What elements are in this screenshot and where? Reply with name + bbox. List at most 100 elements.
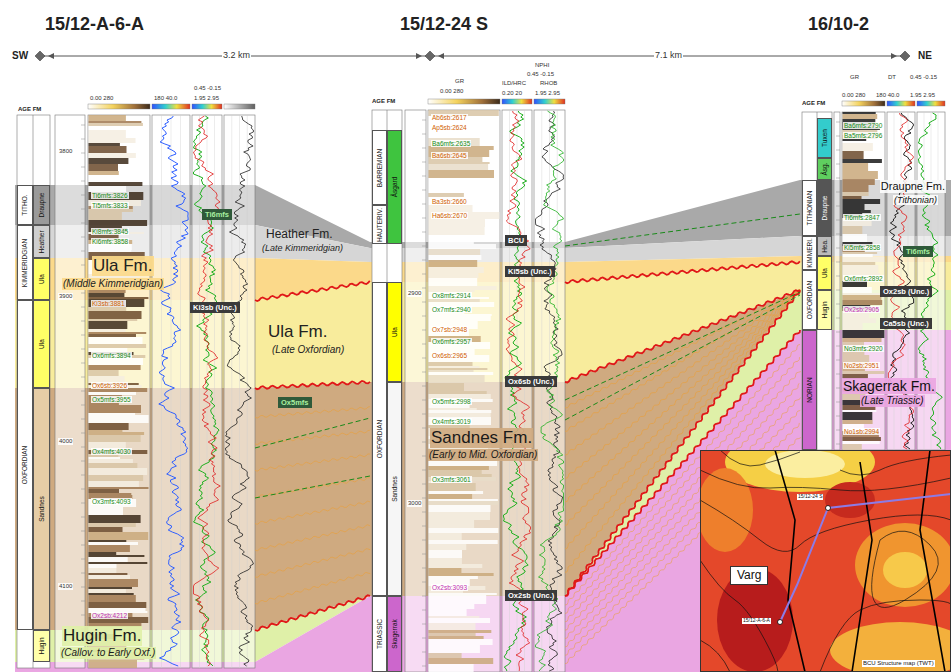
node-text: Hugin: [38, 638, 45, 655]
depth-tick: [81, 419, 85, 420]
lithology-shading: [89, 595, 136, 602]
depth-tick: [81, 503, 85, 504]
depth-tick: [422, 638, 426, 639]
depth-tick: [81, 181, 85, 182]
depth-tick: [422, 344, 426, 345]
formation-cell: Åsg.: [817, 158, 832, 180]
scale-bar: [152, 104, 190, 109]
pick-label: Ba6sb:2645: [431, 152, 468, 159]
lithology-shading: [89, 435, 141, 442]
lithology-shading: [89, 545, 130, 552]
lithology-shading: [843, 287, 872, 293]
grid-line: [557, 110, 558, 672]
lithology-shading: [429, 499, 498, 501]
node-text: Tuxen: [821, 129, 828, 147]
pick-label: Ox3mfs:3061: [431, 476, 472, 483]
formation-cell: Ula: [387, 282, 402, 382]
lithology-shading: [89, 430, 123, 432]
depth-tick: [836, 220, 840, 221]
lithology-shading: [429, 170, 495, 178]
formation-cell: Skagerrak: [387, 596, 402, 672]
node-text: Ox2sb (Unc.): [883, 287, 929, 296]
age-cell: KIMMERIDGIAN: [17, 225, 33, 300]
lithology-shading: [429, 597, 487, 604]
formation-cell: Åsgard: [387, 130, 402, 244]
lithology-shading: [843, 330, 885, 338]
lithology-shading: [429, 191, 489, 193]
depth-tick: [81, 489, 85, 490]
lithology-shading: [429, 618, 491, 623]
lithology-shading: [429, 528, 499, 533]
well-name: 16/10-2: [808, 14, 869, 35]
formation-cell: Tuxen: [817, 118, 832, 158]
lithology-shading: [843, 143, 873, 151]
depth-tick: [836, 360, 840, 361]
lithology-shading: [843, 159, 882, 163]
pick-label: Ox7mfs:2940: [431, 306, 472, 313]
surface-tag: Ox6sb (Unc.): [505, 376, 557, 387]
depth-label: 2900: [407, 290, 422, 297]
scale-bar: [534, 99, 565, 104]
depth-tick: [422, 484, 426, 485]
formation-age: (Callov. to Early Oxf.): [60, 647, 156, 659]
surface-tag: Ki5sb (Unc.): [505, 266, 555, 277]
scale-label: 0.00 280: [90, 95, 113, 102]
lithology-shading: [429, 491, 484, 494]
log-track: [224, 115, 255, 668]
node-text: Sandnes: [391, 476, 398, 502]
depth-tick: [422, 274, 426, 275]
depth-tick: [422, 148, 426, 149]
pick-label: Ba3sb:2660: [431, 198, 468, 205]
depth-tick: [81, 125, 85, 126]
node-text: Ti6mfs: [906, 247, 930, 256]
pick-label: Ox5mfs:2998: [431, 398, 472, 405]
lithology-shading: [89, 432, 145, 435]
depth-tick: [81, 209, 85, 210]
depth-tick: [836, 402, 840, 403]
depth-tick: [422, 526, 426, 527]
mfs-line: [565, 214, 800, 246]
lithology-shading: [89, 299, 145, 307]
pick-label: Ox6sb:3926: [91, 382, 128, 389]
lithology-shading: [89, 593, 134, 595]
depth-tick: [422, 232, 426, 233]
node-text: KIMMERIDGIAN: [22, 238, 29, 286]
lithology-shading: [429, 417, 492, 425]
lithology-shading: [89, 463, 138, 468]
hatch-line: [565, 291, 801, 408]
formation-cell: Sandnes: [33, 388, 50, 630]
lithology-shading: [843, 226, 863, 234]
node-text: TRIASSIC: [376, 619, 383, 649]
log-track: [834, 112, 840, 450]
lithology-shading: [429, 237, 474, 244]
depth-tick: [81, 139, 85, 140]
depth-tick: [836, 318, 840, 319]
formation-label: Skagerrak Fm.: [842, 378, 936, 394]
surface-tag: Ti6mfs: [903, 246, 933, 257]
lithology-shading: [89, 370, 119, 376]
scale-label: 0.45 -0.15: [194, 85, 221, 92]
depth-tick: [81, 405, 85, 406]
lithology-shading: [429, 181, 477, 188]
lithology-shading: [89, 126, 145, 130]
log-track: [55, 115, 85, 668]
lithology-shading: [89, 365, 141, 370]
depth-tick: [836, 122, 840, 123]
lithology-shading: [429, 193, 464, 197]
lithology-shading: [843, 179, 875, 185]
age-cell: NORIAN: [802, 330, 817, 450]
curve-name: DT: [888, 74, 896, 81]
formation-label: Sandnes Fm.: [430, 428, 533, 448]
well-marker: [35, 51, 45, 61]
depth-tick: [836, 290, 840, 291]
depth-tick: [836, 388, 840, 389]
lithology-shading: [89, 319, 138, 321]
lithology-shading: [843, 234, 868, 242]
section-line: [780, 494, 951, 622]
lithology-shading: [429, 540, 498, 544]
age-cell: OXFORDIAN: [802, 270, 817, 330]
depth-label: 4000: [58, 438, 73, 445]
depth-tick: [836, 374, 840, 375]
lithology-shading: [89, 334, 137, 337]
column-header: AGE FM: [372, 98, 395, 105]
